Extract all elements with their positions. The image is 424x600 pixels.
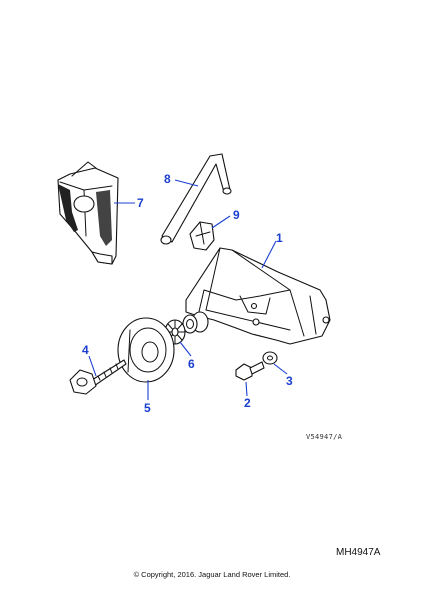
callout-6: 6: [188, 357, 195, 371]
drawing-reference: V54947/A: [306, 433, 343, 441]
leader-6: [179, 341, 192, 357]
callout-4: 4: [82, 343, 89, 357]
callout-1: 1: [276, 231, 283, 245]
callout-2: 2: [244, 396, 251, 410]
part-5-disc-plate: [117, 317, 175, 383]
callout-9: 9: [233, 208, 240, 222]
callout-8: 8: [164, 172, 171, 186]
leader-3: [273, 363, 288, 375]
part-3-washer: [262, 351, 278, 365]
leader-1: [261, 240, 277, 269]
callout-7: 7: [137, 196, 144, 210]
part-2-bolt: [235, 361, 265, 381]
leader-2: [245, 381, 248, 397]
callout-3: 3: [286, 374, 293, 388]
leader-8: [174, 179, 199, 187]
part-8-wheel-brace: [160, 153, 232, 245]
part-7-wheel-chock: [57, 161, 119, 265]
leader-lines: [88, 179, 288, 400]
part-9-clip: [189, 221, 215, 251]
copyright-notice: © Copyright, 2016. Jaguar Land Rover Lim…: [133, 570, 291, 579]
diagram-code: MH4947A: [336, 547, 381, 558]
part-1-bracket: [182, 247, 331, 345]
part-4-eye-bolt: [69, 359, 127, 395]
callout-5: 5: [144, 401, 151, 415]
leader-4: [88, 355, 97, 377]
leader-9: [211, 215, 231, 229]
